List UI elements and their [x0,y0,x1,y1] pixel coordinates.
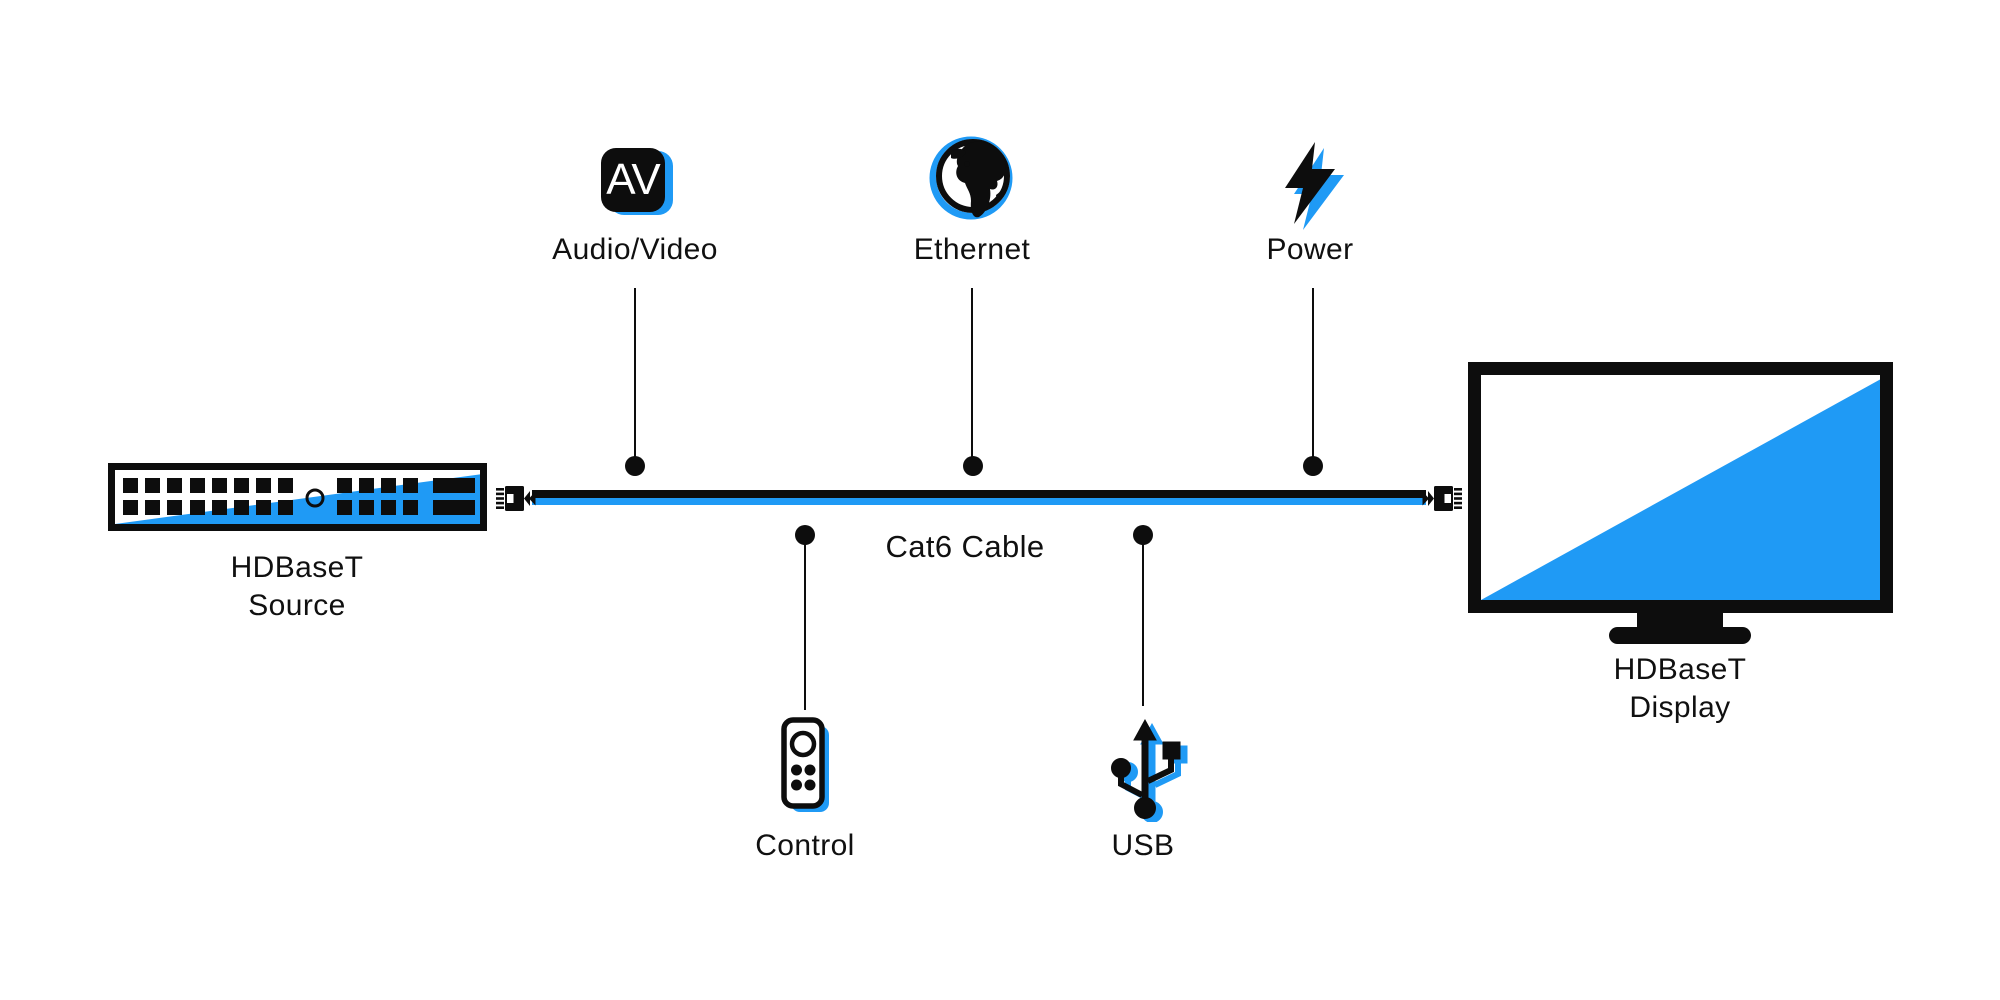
callout-label-usb: USB [1111,829,1175,862]
callout-dot-control [795,525,815,545]
usb-trident-icon [1111,718,1188,822]
cat6-cable [532,490,1426,498]
hdbaset-display [1468,362,1893,613]
cable-label: Cat6 Cable [885,529,1045,564]
callout-line-power [1312,288,1314,458]
globe-icon [929,136,1013,220]
source-power-led [305,488,325,508]
source-label: HDBaseT Source [230,551,364,622]
display-blue-triangle [1481,379,1880,600]
callout-label-power: Power [1266,233,1354,266]
callout-dot-audio-video [625,456,645,476]
display-stand-base [1609,627,1751,644]
rj45-plug-left-icon [496,486,536,511]
callout-label-ethernet: Ethernet [913,233,1031,266]
callout-dot-ethernet [963,456,983,476]
callout-dot-usb [1133,525,1153,545]
cat6-cable-blue-stripe [532,498,1426,505]
remote-control-icon [781,717,829,812]
lightning-bolt-icon [1285,142,1344,230]
callout-dot-power [1303,456,1323,476]
callout-line-usb [1142,544,1144,706]
callout-line-audio-video [634,288,636,458]
av-badge-text: AV [606,155,660,204]
callout-label-control: Control [755,829,855,862]
display-label: HDBaseT Display [1613,653,1747,724]
callout-label-audio-video: Audio/Video [552,233,718,266]
av-badge-icon: AV [601,148,665,212]
display-stand-neck [1637,613,1723,630]
callout-line-control [804,544,806,710]
source-ports-icon [123,478,475,515]
callout-line-ethernet [971,288,973,458]
rj45-plug-right-icon [1422,486,1462,511]
hdbaset-source-device [108,463,487,531]
